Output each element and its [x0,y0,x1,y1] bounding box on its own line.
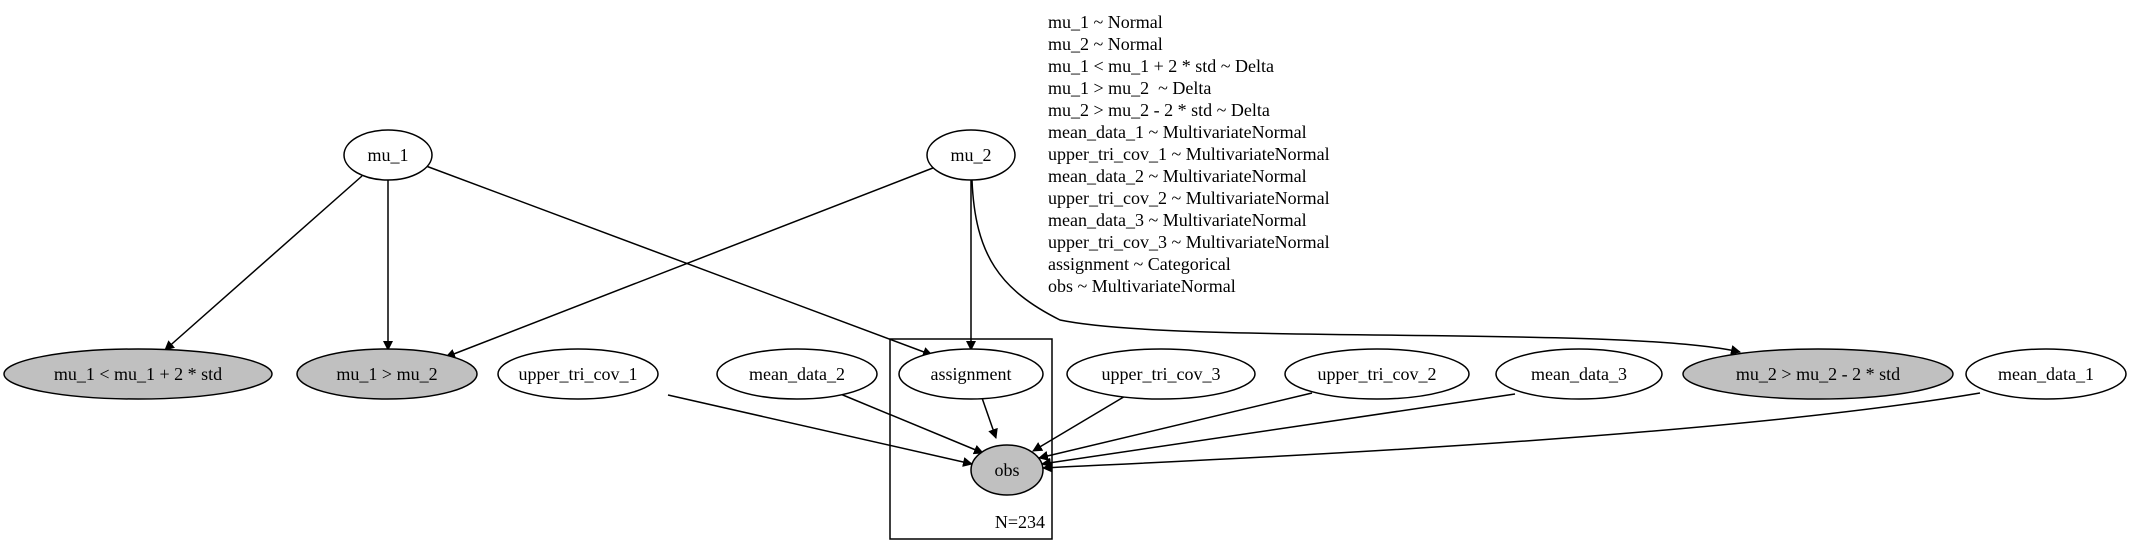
node-label: mean_data_1 [1998,364,2094,384]
node-upper-tri-cov-2: upper_tri_cov_2 [1284,348,1470,400]
legend-line: mu_1 ~ Normal [1048,12,1163,32]
node-mean-data-1: mean_data_1 [1965,348,2127,400]
edge-assignment-obs [980,394,998,439]
legend-line: mu_1 < mu_1 + 2 * std ~ Delta [1048,56,1274,76]
edge-upper-tri-cov-2-obs [1038,392,1313,461]
edge-mean-data-3-obs [1041,393,1516,468]
node-shape [898,348,1044,400]
edge-mean-data-1-obs [1042,392,1981,473]
node-mu-1-constraint: mu_1 < mu_1 + 2 * std [3,348,273,400]
node-label: upper_tri_cov_1 [519,364,638,384]
node-shape [497,348,659,400]
edge-mu2-mu1-gt-mu2 [445,165,939,359]
legend-line: assignment ~ Categorical [1048,254,1231,274]
node-mu-2-constraint: mu_2 > mu_2 - 2 * std [1682,348,1954,400]
node-mu-1-gt-mu-2: mu_1 > mu_2 [296,348,478,400]
legend-line: mean_data_3 ~ MultivariateNormal [1048,210,1307,230]
node-shape [1066,348,1256,400]
legend-line: mu_2 ~ Normal [1048,34,1163,54]
legend-line: mean_data_1 ~ MultivariateNormal [1048,122,1307,142]
node-mean-data-2: mean_data_2 [716,348,878,400]
edges [164,165,1981,473]
node-label: upper_tri_cov_3 [1102,364,1221,384]
node-shape [716,348,878,400]
edge-upper-tri-cov-1-obs [667,394,973,467]
node-label: mu_1 > mu_2 [336,364,437,384]
node-shape [926,129,1016,181]
plate-label: N=234 [995,512,1045,532]
legend-line: upper_tri_cov_2 ~ MultivariateNormal [1048,188,1330,208]
node-shape [1495,348,1663,400]
node-shape [1965,348,2127,400]
node-mu-1: mu_1 [343,129,433,181]
node-shape [970,444,1044,496]
edge-mu1-assignment [425,165,933,357]
legend-line: obs ~ MultivariateNormal [1048,276,1236,296]
node-upper-tri-cov-1: upper_tri_cov_1 [497,348,659,400]
edge-upper-tri-cov-3-obs [1032,394,1128,452]
node-shape [296,348,478,400]
legend-line: mu_1 > mu_2 ~ Delta [1048,78,1211,98]
node-label: mean_data_2 [749,364,845,384]
node-label: assignment [931,364,1012,384]
node-assignment: assignment [898,348,1044,400]
node-mu-2: mu_2 [926,129,1016,181]
legend-line: upper_tri_cov_3 ~ MultivariateNormal [1048,232,1330,252]
node-label: obs [994,460,1019,480]
node-shape [3,348,273,400]
node-upper-tri-cov-3: upper_tri_cov_3 [1066,348,1256,400]
node-label: mu_2 > mu_2 - 2 * std [1736,364,1900,384]
edge-mean-data-2-obs [837,392,984,455]
node-shape [343,129,433,181]
distribution-legend: mu_1 ~ Normal mu_2 ~ Normal mu_1 < mu_1 … [1048,12,1330,296]
node-label: mu_1 [367,145,408,165]
legend-line: upper_tri_cov_1 ~ MultivariateNormal [1048,144,1330,164]
node-label: mean_data_3 [1531,364,1627,384]
legend-line: mean_data_2 ~ MultivariateNormal [1048,166,1307,186]
node-label: mu_1 < mu_1 + 2 * std [54,364,222,384]
node-shape [1284,348,1470,400]
nodes: mu_1 mu_2 mu_1 < mu_1 + 2 * std mu_1 > m… [3,129,2127,496]
node-label: upper_tri_cov_2 [1318,364,1437,384]
node-shape [1682,348,1954,400]
legend-line: mu_2 > mu_2 - 2 * std ~ Delta [1048,100,1270,120]
node-mean-data-3: mean_data_3 [1495,348,1663,400]
node-obs: obs [970,444,1044,496]
edge-mu2-mu2-constraint [971,179,1741,355]
node-label: mu_2 [950,145,991,165]
edge-mu1-mu1-constraint [164,175,363,351]
